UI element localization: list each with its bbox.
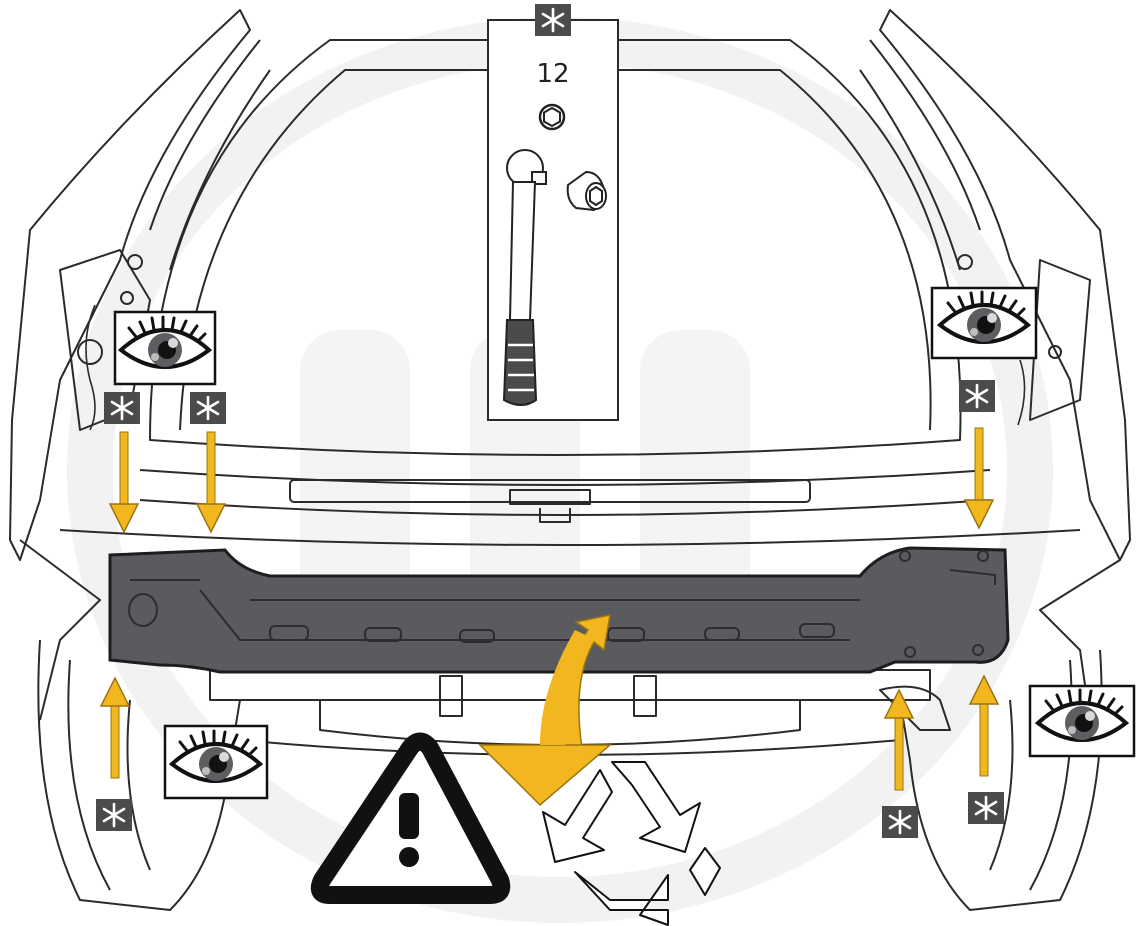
asterisk-icon bbox=[94, 797, 134, 833]
asterisk-icon bbox=[966, 790, 1006, 826]
asterisk-icon bbox=[533, 2, 573, 38]
inspection-eye-right-top bbox=[930, 286, 1038, 360]
inspection-eye-left-bottom bbox=[163, 724, 269, 800]
warning-icon bbox=[310, 732, 511, 904]
removal-direction-arrow bbox=[478, 614, 613, 807]
pointer-arrow-down bbox=[964, 427, 994, 529]
socket-icon bbox=[566, 170, 607, 212]
inspection-eye-right-bottom bbox=[1028, 684, 1136, 758]
tool-panel: 12 bbox=[487, 2, 619, 421]
pointer-arrow-down bbox=[196, 431, 226, 533]
recycle-icon bbox=[542, 761, 721, 926]
asterisk-icon bbox=[957, 378, 997, 414]
asterisk-icon bbox=[880, 804, 920, 840]
socket-size-label: 12 bbox=[536, 59, 569, 89]
asterisk-icon bbox=[102, 390, 142, 426]
rear-crossmember[interactable] bbox=[108, 546, 1010, 674]
inspection-eye-left-top bbox=[113, 310, 217, 386]
hex-nut-icon bbox=[538, 103, 566, 131]
pointer-arrow-up bbox=[100, 677, 130, 779]
ratchet-wrench-icon bbox=[502, 149, 547, 406]
asterisk-icon bbox=[188, 390, 228, 426]
